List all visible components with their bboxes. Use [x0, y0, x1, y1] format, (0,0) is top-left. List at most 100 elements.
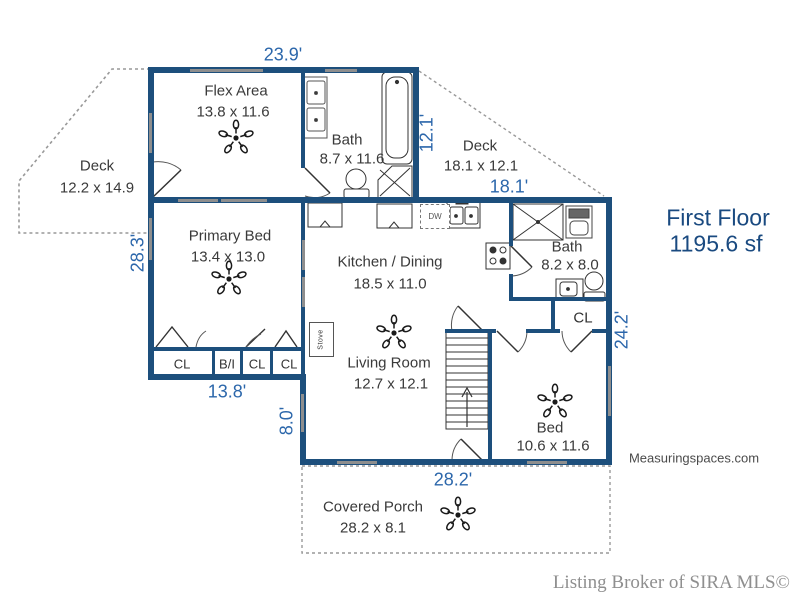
ceiling-fan-icon [439, 496, 477, 532]
room-label-porch: Covered Porch [322, 498, 424, 516]
closet-label: CL [280, 356, 298, 372]
door-leaf [304, 167, 331, 194]
room-label-deck-left: Deck [79, 157, 115, 175]
door-leaf [496, 330, 519, 353]
range-stove [485, 242, 511, 270]
window [301, 394, 304, 432]
closet-door [245, 328, 266, 348]
window [190, 69, 263, 72]
closet-label: CL [173, 356, 191, 372]
refrigerator [376, 203, 413, 229]
wall-segment [148, 197, 419, 203]
shower [512, 203, 564, 241]
door-leaf [460, 438, 483, 461]
door-leaf [457, 305, 484, 332]
dimension-right: 24.2' [611, 310, 632, 350]
wall-segment [509, 197, 513, 246]
door-arcs [152, 161, 593, 461]
dimension-top: 23.9' [263, 44, 303, 65]
deck-left-outline [18, 68, 150, 234]
dimension-left: 28.3' [127, 233, 148, 273]
dimension-bath-height: 12.1' [416, 113, 437, 153]
window [221, 199, 267, 202]
closet-divider [212, 351, 215, 378]
dishwasher: DW [420, 204, 450, 229]
closet-label: CL [248, 356, 266, 372]
room-label-kitchen: Kitchen / Dining [337, 253, 443, 271]
door-arc [510, 266, 533, 277]
door-arc [561, 330, 572, 353]
window [149, 113, 152, 153]
corner-shower [377, 165, 413, 199]
page-title-line2: 1195.6 sf [669, 230, 763, 257]
watermark: Measuringspaces.com [628, 450, 760, 466]
kitchen-sink [446, 199, 481, 229]
wall-segment [526, 329, 560, 333]
window [527, 461, 567, 464]
door-arc [517, 330, 528, 353]
wall-segment [301, 67, 305, 168]
dimension-bottom: 28.2' [433, 469, 473, 490]
wall-segment [300, 459, 612, 465]
wall-segment [488, 329, 492, 463]
door-arc [195, 330, 207, 348]
page-title-line1: First Floor [666, 204, 770, 231]
room-label-deck-right: Deck [462, 137, 498, 155]
closet-divider [270, 351, 273, 378]
room-label-living: Living Room [347, 354, 431, 372]
wall-segment [509, 297, 612, 301]
wall-segment [592, 329, 612, 333]
ceiling-fan-icon [217, 119, 255, 155]
closet-door [274, 329, 298, 348]
bathroom-sink [555, 278, 584, 300]
room-label-bed: Bed [536, 419, 564, 437]
wall-segment [148, 67, 419, 73]
ceiling-fan-icon [210, 260, 248, 296]
wood-stove: Stove [309, 322, 334, 357]
wall-segment [148, 374, 305, 380]
window [178, 199, 218, 202]
room-dims-kitchen: 18.5 x 11.0 [353, 275, 427, 293]
door-leaf [570, 330, 593, 353]
closet-label: CL [573, 309, 593, 327]
room-label-bath-right: Bath [551, 238, 583, 256]
room-dims-living: 12.7 x 12.1 [353, 375, 429, 393]
ceiling-fan-icon [536, 383, 574, 419]
room-dims-bed: 10.6 x 11.6 [516, 437, 590, 455]
wall-segment [551, 297, 555, 333]
room-dims-primary-bed: 13.4 x 13.0 [190, 248, 266, 266]
ceiling-fan-icon [375, 314, 413, 350]
covered-porch-outline [301, 465, 611, 554]
door-arc [245, 333, 262, 348]
wall-segment [148, 347, 305, 351]
room-dims-porch: 28.2 x 8.1 [340, 519, 406, 537]
vanity-sink [565, 205, 593, 239]
wall-segment [509, 274, 513, 301]
staircase [445, 329, 489, 430]
dishwasher-label: DW [428, 212, 442, 221]
dimension-step: 8.0' [276, 406, 297, 436]
bathtub [381, 71, 413, 165]
cased-opening [302, 240, 305, 270]
window [325, 69, 357, 72]
builtin-label: B/I [219, 356, 235, 372]
door-leaf [510, 245, 533, 268]
dimension-deck-edge: 18.1' [489, 176, 529, 197]
closet-divider [240, 351, 243, 378]
room-dims-deck-left: 12.2 x 14.9 [59, 179, 135, 197]
room-dims-deck-right: 18.1 x 12.1 [443, 157, 519, 175]
cased-opening [302, 277, 305, 307]
room-dims-bath-top: 8.7 x 11.6 [319, 150, 385, 168]
room-label-primary-bed: Primary Bed [188, 227, 272, 245]
door-arc [450, 305, 459, 332]
footer-attribution: Listing Broker of SIRA MLS© [552, 572, 790, 593]
door-arc [451, 438, 462, 461]
window [337, 461, 377, 464]
room-dims-flex: 13.8 x 11.6 [196, 103, 270, 121]
vanity-double-sink [303, 76, 328, 139]
window [149, 218, 152, 260]
room-label-flex: Flex Area [204, 82, 268, 100]
kitchen-cabinet [307, 202, 343, 228]
wall-segment [413, 67, 419, 203]
